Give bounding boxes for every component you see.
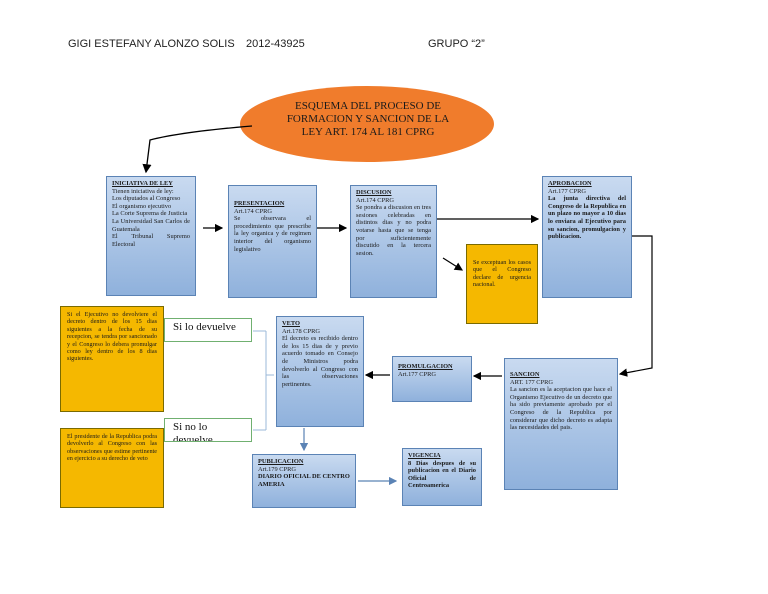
sancion-text: La sancion es la aceptacion que hace el … xyxy=(510,386,612,432)
promulgacion-title: PROMULGACION xyxy=(398,363,453,370)
publicacion-article: Art.179 CPRG xyxy=(258,465,296,473)
veto-text: El decreto es recibido dentro de los 15 … xyxy=(282,335,358,388)
arrow-aprobacion-sancion xyxy=(618,235,653,377)
promulgacion-box: PROMULGACION Art.177 CPRG xyxy=(392,356,472,402)
aprobacion-box: APROBACION Art.177 CPRG La junta directi… xyxy=(542,176,632,298)
veto-article: Art.178 CPRG xyxy=(282,327,320,335)
veto-box: VETO Art.178 CPRG El decreto es recibido… xyxy=(276,316,364,427)
publicacion-text: DIARIO OFICIAL DE CENTRO AMERIA xyxy=(258,473,350,488)
arrow-discusion-excepcion xyxy=(442,257,464,271)
title-oval xyxy=(240,86,494,162)
aprobacion-article: Art.177 CPRG xyxy=(548,187,586,195)
aprobacion-title: APROBACION xyxy=(548,180,592,187)
iniciativa-line: El organismo ejecutivo xyxy=(112,202,172,210)
devuelve-text: Si el Ejecutivo no devolviere el decreto… xyxy=(67,311,157,363)
presentacion-title: PRESENTACION xyxy=(234,200,285,207)
sancion-box: SANCION ART. 177 CPRG La sancion es la a… xyxy=(504,358,618,490)
discusion-box: DISCUSION Art.174 CPRG Se pondra a discu… xyxy=(350,185,437,298)
presentacion-article: Art.174 CPRG xyxy=(234,207,272,215)
promulgacion-article: Art.177 CPRG xyxy=(398,370,436,378)
discusion-text: Se pondra a discusion en tres sesiones c… xyxy=(356,204,431,257)
student-id: 2012-43925 xyxy=(246,38,305,50)
iniciativa-title: INICIATIVA DE LEY xyxy=(112,180,173,187)
iniciativa-line: La Universidad San Carlos de Guatemala xyxy=(112,217,190,233)
discusion-article: Art.174 CPRG xyxy=(356,196,394,204)
publicacion-title: PUBLICACION xyxy=(258,458,304,465)
vigencia-text: 8 Dias despues de su publicacion en el D… xyxy=(408,459,476,490)
iniciativa-line: Tienen iniciativa de ley: xyxy=(112,187,174,195)
presentacion-text: Se observara el procedimiento que prescr… xyxy=(234,215,311,253)
vigencia-box: VIGENCIA 8 Dias despues de su publicacio… xyxy=(402,448,482,506)
iniciativa-line: Los diputados al Congreso xyxy=(112,195,181,203)
iniciativa-line: La Corte Suprema de Justicia xyxy=(112,210,188,218)
discusion-title: DISCUSION xyxy=(356,189,392,196)
group-label: GRUPO “2” xyxy=(428,38,485,50)
sancion-article: ART. 177 CPRG xyxy=(510,378,553,386)
iniciativa-box: INICIATIVA DE LEY Tienen iniciativa de l… xyxy=(106,176,196,296)
diagram-title: ESQUEMA DEL PROCESO DE FORMACION Y SANCI… xyxy=(286,100,450,138)
aprobacion-text: La junta directiva del Congreso de la Re… xyxy=(548,195,626,241)
publicacion-box: PUBLICACION Art.179 CPRG DIARIO OFICIAL … xyxy=(252,454,356,508)
excepcion-note: Se exceptuan los casos que el Congreso d… xyxy=(466,244,538,324)
no-devuelve-text: El presidente de la Republica podra devo… xyxy=(67,433,157,463)
devuelve-note: Si el Ejecutivo no devolviere el decreto… xyxy=(60,306,164,412)
presentacion-box: PRESENTACION Art.174 CPRG Se observara e… xyxy=(228,185,317,298)
author-name: GIGI ESTEFANY ALONZO SOLIS xyxy=(68,38,235,50)
no-devuelve-note: El presidente de la Republica podra devo… xyxy=(60,428,164,508)
si-devuelve-label: Si lo devuelve xyxy=(164,318,252,342)
sancion-title: SANCION xyxy=(510,371,540,378)
veto-title: VETO xyxy=(282,320,300,327)
vigencia-title: VIGENCIA xyxy=(408,452,441,459)
excepcion-text: Se exceptuan los casos que el Congreso d… xyxy=(473,259,531,289)
si-no-devuelve-label: Si no lo devuelve xyxy=(164,418,252,442)
veto-bracket xyxy=(253,330,274,431)
arrow-title-to-iniciativa xyxy=(142,125,253,174)
iniciativa-line: El Tribunal Supremo Electoral xyxy=(112,233,190,248)
